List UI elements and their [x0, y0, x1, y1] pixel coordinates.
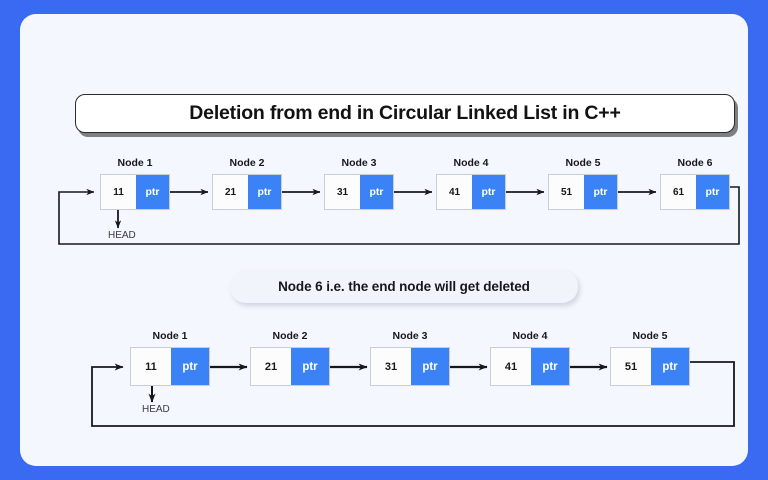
node-value-cell: 21 — [251, 348, 291, 385]
node-pointer-cell: ptr — [584, 175, 617, 209]
node-label: Node 1 — [117, 157, 153, 169]
head-pointer-label: HEAD — [108, 230, 136, 241]
node-pointer-cell: ptr — [136, 175, 169, 209]
node-value-cell: 21 — [213, 175, 248, 209]
row1-wires — [58, 186, 740, 245]
head-pointer-label: HEAD — [142, 404, 170, 415]
node-label: Node 1 — [152, 330, 188, 342]
node-value-cell: 11 — [131, 348, 171, 385]
node-pointer-cell: ptr — [651, 348, 689, 385]
node-pointer-cell: ptr — [171, 348, 209, 385]
row2-wires — [91, 361, 735, 427]
node-pointer-cell: ptr — [360, 175, 393, 209]
node-value-cell: 41 — [437, 175, 472, 209]
page-title: Deletion from end in Circular Linked Lis… — [189, 102, 621, 124]
node-pointer-cell: ptr — [411, 348, 449, 385]
node-label: Node 3 — [341, 157, 377, 169]
node-pointer-cell: ptr — [472, 175, 505, 209]
node-value-cell: 61 — [661, 175, 696, 209]
node-label: Node 2 — [229, 157, 265, 169]
node-pointer-cell: ptr — [696, 175, 729, 209]
node-pointer-cell: ptr — [291, 348, 329, 385]
node-value-cell: 31 — [325, 175, 360, 209]
title-card: Deletion from end in Circular Linked Lis… — [75, 94, 735, 133]
node-value-cell: 51 — [549, 175, 584, 209]
node-label: Node 4 — [453, 157, 489, 169]
node-value-cell: 41 — [491, 348, 531, 385]
node-label: Node 5 — [565, 157, 601, 169]
node-value-cell: 11 — [101, 175, 136, 209]
node-pointer-cell: ptr — [248, 175, 281, 209]
node-label: Node 3 — [392, 330, 428, 342]
node-label: Node 6 — [677, 157, 713, 169]
node-label: Node 5 — [632, 330, 668, 342]
node-value-cell: 31 — [371, 348, 411, 385]
caption-text: Node 6 i.e. the end node will get delete… — [278, 279, 530, 294]
content-panel: Deletion from end in Circular Linked Lis… — [20, 14, 748, 466]
node-value-cell: 51 — [611, 348, 651, 385]
node-label: Node 2 — [272, 330, 308, 342]
caption-card: Node 6 i.e. the end node will get delete… — [230, 270, 578, 303]
node-pointer-cell: ptr — [531, 348, 569, 385]
node-label: Node 4 — [512, 330, 548, 342]
